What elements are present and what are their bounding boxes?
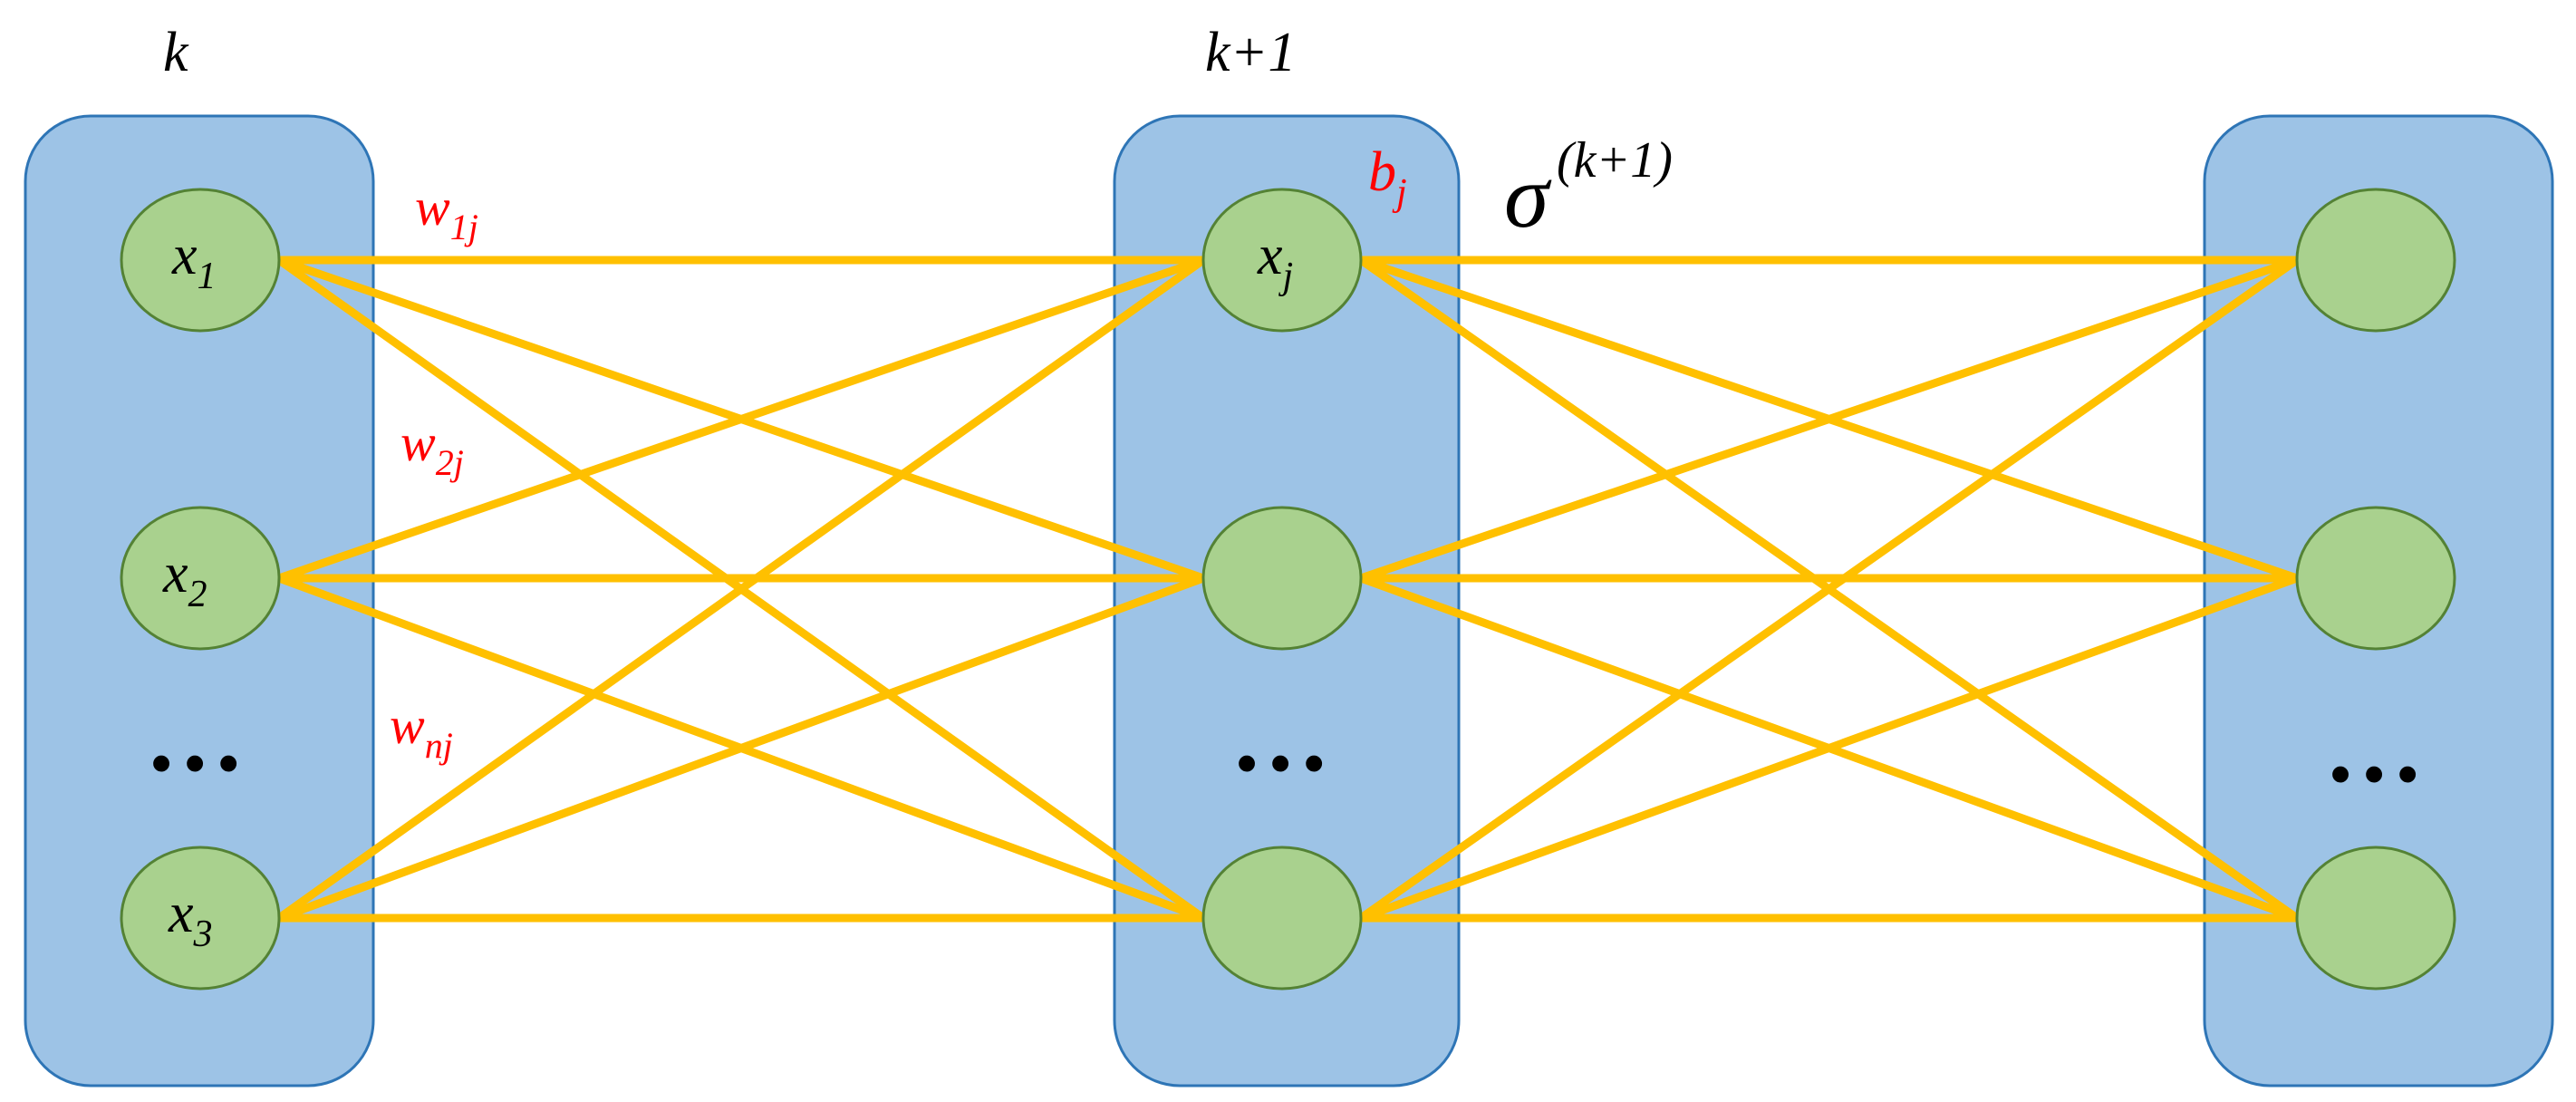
node-x3 [120, 846, 281, 991]
layer-output-nodes [2295, 188, 2456, 991]
layer-k-plus-1-nodes [1201, 188, 1363, 991]
node-right-2 [2295, 506, 2456, 651]
activation-sigma-label: σ [1504, 146, 1552, 246]
node-right-1 [2295, 188, 2456, 333]
connection-lines [275, 256, 2301, 923]
layer-k-nodes [120, 188, 281, 991]
layer-output-ellipsis: … [2324, 692, 2424, 803]
edge-k1-to-out-2-1 [1356, 256, 2301, 583]
bias-bj-label: bj [1368, 141, 1407, 214]
edge-k-to-k1-2-1 [275, 256, 1208, 583]
node-x1-label: x1 [171, 225, 217, 297]
activation-superscript-label: (k+1) [1557, 132, 1673, 188]
node-right-3 [2295, 846, 2456, 991]
weight-w1j-label: w1j [415, 178, 478, 247]
edge-k-to-k1-3-2 [275, 574, 1208, 923]
node-xj [1201, 188, 1363, 333]
node-x2 [120, 506, 281, 651]
node-xj-label: xj [1257, 225, 1293, 297]
node-x1 [120, 188, 281, 333]
weight-w2j-label: w2j [400, 413, 464, 483]
node-x2-label: x2 [162, 543, 207, 615]
layer-k-ellipsis: … [145, 682, 245, 792]
layer-k-label: k [163, 22, 189, 83]
layer-k-plus-1-ellipsis: … [1230, 682, 1330, 792]
edge-k1-to-out-3-1 [1356, 256, 2301, 923]
edge-k1-to-out-3-2 [1356, 574, 2301, 923]
node-middle-3 [1201, 846, 1363, 991]
node-x3-label: x3 [168, 883, 213, 955]
edge-k-to-k1-3-1 [275, 256, 1208, 923]
node-middle-2 [1201, 506, 1363, 651]
weight-wnj-label: wnj [390, 696, 453, 766]
layer-k-plus-1-label: k+1 [1205, 22, 1296, 83]
